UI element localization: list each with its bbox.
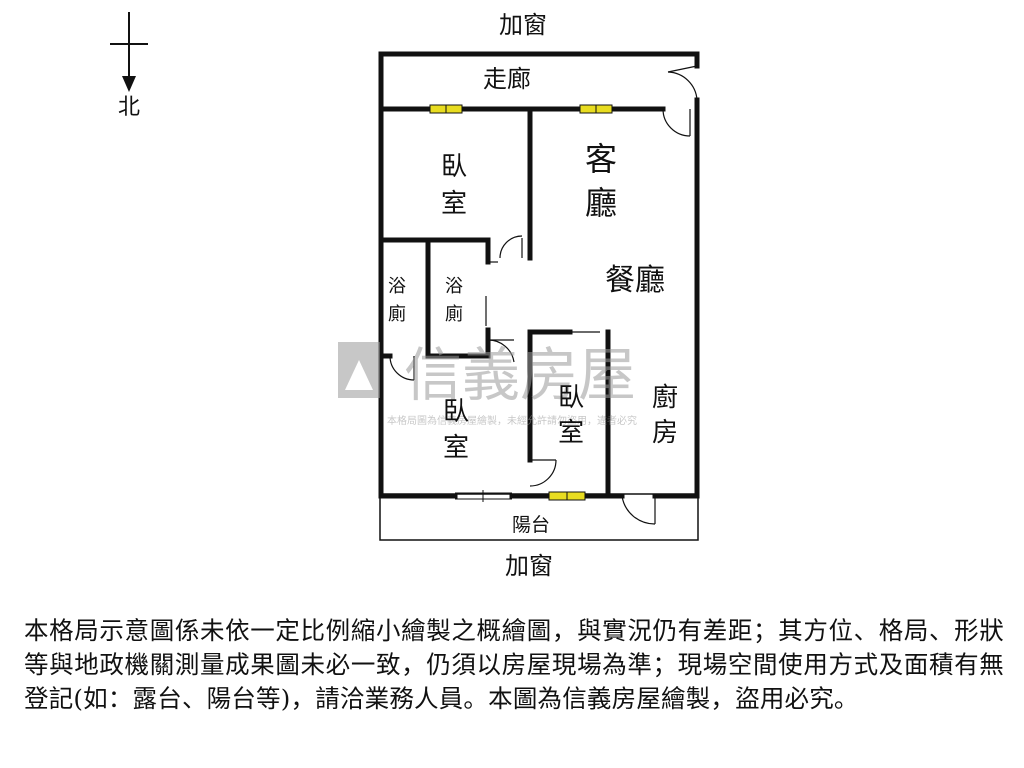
room-label-kitchen-1: 廚	[652, 383, 678, 413]
doors	[389, 65, 698, 525]
compass: 北	[110, 12, 148, 120]
watermark-brand: 信義房屋	[404, 341, 636, 409]
compass-label: 北	[118, 95, 140, 120]
room-label-living-2: 廳	[585, 184, 617, 222]
room-label-bedroom-s-1: 臥	[558, 383, 584, 413]
floor-plan: 北 加窗 加窗	[110, 11, 700, 580]
room-label-bedroom-s-2: 室	[558, 418, 584, 448]
room-label-bedroom-nw-2: 室	[441, 189, 467, 219]
compass-arrowhead-icon	[122, 76, 136, 92]
sliding-door	[455, 490, 512, 502]
window-label-top: 加窗	[499, 11, 547, 39]
entry-door-icon	[667, 65, 698, 73]
room-label-bedroom-nw-1: 臥	[441, 152, 467, 182]
room-label-bath2-2: 廁	[445, 303, 463, 325]
room-label-living-1: 客	[585, 140, 617, 178]
room-label-bath2-1: 浴	[445, 276, 463, 297]
room-label-bedroom-sw-2: 室	[443, 433, 469, 463]
room-label-corridor: 走廊	[483, 65, 531, 93]
room-label-kitchen-2: 房	[652, 418, 678, 448]
watermark-note: 本格局圖為信義房屋繪製，未經允許請勿盜用，違者必究	[387, 414, 637, 427]
walls	[378, 51, 700, 499]
disclaimer-text: 本格局示意圖係未依一定比例縮小繪製之概繪圖，與實況仍有差距；其方位、格局、形狀等…	[24, 616, 1004, 713]
room-label-balcony: 陽台	[512, 514, 550, 536]
watermark: 信義房屋 本格局圖為信義房屋繪製，未經允許請勿盜用，違者必究	[338, 341, 637, 427]
windows	[429, 104, 613, 501]
window-label-bottom: 加窗	[505, 552, 553, 580]
room-label-bedroom-sw-1: 臥	[443, 397, 469, 427]
room-label-bath1-2: 廁	[388, 303, 406, 325]
room-label-bath1-1: 浴	[388, 276, 406, 297]
room-label-dining: 餐廳	[605, 263, 665, 298]
